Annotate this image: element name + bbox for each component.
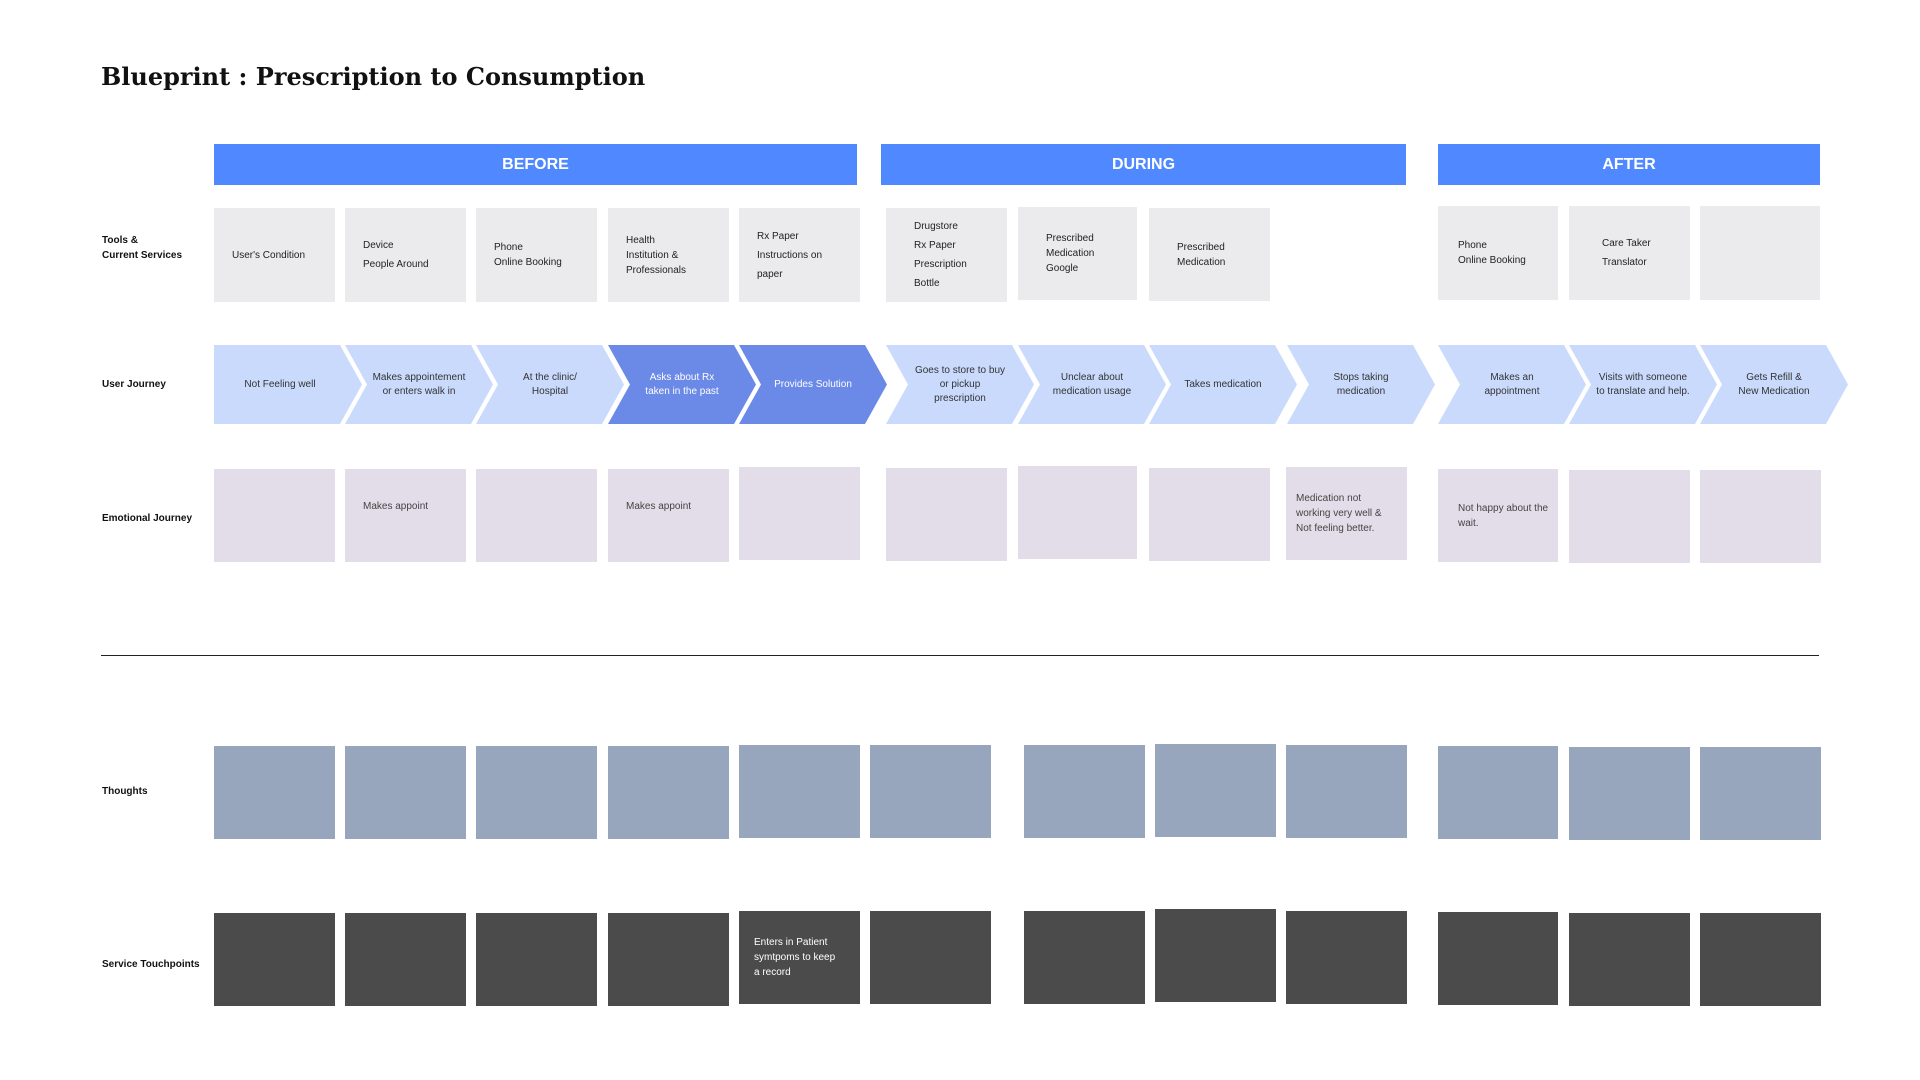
thought-card	[870, 745, 991, 838]
thought-card	[214, 746, 335, 839]
tools-card	[1700, 206, 1820, 300]
emotion-card	[739, 467, 860, 560]
journey-step-arrow	[739, 345, 887, 424]
tools-card: Care Taker Translator	[1569, 206, 1690, 300]
row-label-thoughts: Thoughts	[102, 786, 148, 797]
journey-step-shape	[739, 345, 887, 424]
journey-step-arrow	[1149, 345, 1297, 424]
emotion-card	[1149, 468, 1270, 561]
touchpoint-card	[476, 913, 597, 1006]
emotion-card: Makes appoint	[608, 469, 729, 562]
emotion-card	[1018, 466, 1137, 559]
journey-step-label: Gets Refill & New Medication	[1738, 371, 1810, 397]
journey-step-shape	[214, 345, 362, 424]
journey-step-arrow	[1287, 345, 1435, 424]
journey-step-shape	[1569, 345, 1717, 424]
touchpoint-card	[1155, 909, 1276, 1002]
row-label-emotional-journey: Emotional Journey	[102, 513, 193, 524]
tools-card: Prescribed Medication	[1149, 208, 1270, 301]
thought-card	[345, 746, 466, 839]
tools-card: Phone Online Booking	[476, 208, 597, 302]
journey-step-label: Not Feeling well	[244, 378, 316, 390]
journey-step-label: Makes an appointment	[1484, 371, 1540, 397]
touchpoint-card	[214, 913, 335, 1006]
thought-card	[1286, 745, 1407, 838]
journey-step-label: Asks about Rx taken in the past	[645, 371, 719, 397]
section-divider	[101, 655, 1819, 656]
journey-step-shape	[1438, 345, 1586, 424]
page-title: Blueprint : Prescription to Consumption	[101, 62, 646, 91]
thought-card	[1700, 747, 1821, 840]
touchpoint-card	[1024, 911, 1145, 1004]
journey-step-shape	[345, 345, 493, 424]
tools-card: Rx Paper Instructions on paper	[739, 208, 860, 302]
touchpoint-card: Enters in Patient symtpoms to keep a rec…	[739, 911, 860, 1004]
phase-during: DURING	[881, 144, 1406, 185]
emotion-card: Medication not working very well & Not f…	[1286, 467, 1407, 560]
touchpoint-card	[1438, 912, 1558, 1005]
tools-card: Device People Around	[345, 208, 466, 302]
journey-step-arrow	[1569, 345, 1717, 424]
tools-card: Health Institution & Professionals	[608, 208, 729, 302]
row-label-service-touchpoints: Service Touchpoints	[102, 959, 200, 970]
thought-card	[476, 746, 597, 839]
journey-step-arrow	[476, 345, 624, 424]
journey-step-shape	[1018, 345, 1166, 424]
journey-step-shape	[1287, 345, 1435, 424]
journey-step-label: Goes to store to buy or pickup prescript…	[914, 364, 1006, 404]
tools-card: Prescribed Medication Google	[1018, 207, 1137, 300]
journey-step-label: At the clinic/ Hospital	[523, 371, 577, 397]
touchpoint-card	[1569, 913, 1690, 1006]
emotion-card: Not happy about the wait.	[1438, 469, 1558, 562]
journey-step-arrow	[1438, 345, 1586, 424]
touchpoint-card	[1286, 911, 1407, 1004]
tools-card: Phone Online Booking	[1438, 206, 1558, 300]
tools-card: User's Condition	[214, 208, 335, 302]
journey-step-shape	[608, 345, 756, 424]
journey-step-label: Makes appointement or enters walk in	[372, 371, 466, 397]
row-label-user-journey: User Journey	[102, 379, 166, 390]
thought-card	[1438, 746, 1558, 839]
phase-after: AFTER	[1438, 144, 1820, 185]
thought-card	[1024, 745, 1145, 838]
journey-step-shape	[476, 345, 624, 424]
journey-step-arrow	[214, 345, 362, 424]
touchpoint-card	[345, 913, 466, 1006]
journey-step-shape	[1700, 345, 1848, 424]
row-label-tools: Tools & Current Services	[102, 235, 183, 261]
touchpoint-card	[1700, 913, 1821, 1006]
emotion-card	[1700, 470, 1821, 563]
journey-step-arrow	[886, 345, 1034, 424]
journey-step-arrow	[1018, 345, 1166, 424]
thought-card	[1155, 744, 1276, 837]
thought-card	[739, 745, 860, 838]
thought-card	[608, 746, 729, 839]
touchpoint-card	[608, 913, 729, 1006]
journey-step-shape	[1149, 345, 1297, 424]
emotion-card	[1569, 470, 1690, 563]
journey-step-label: Visits with someone to translate and hel…	[1596, 371, 1690, 397]
journey-step-shape	[886, 345, 1034, 424]
journey-step-arrow	[345, 345, 493, 424]
emotion-card	[214, 469, 335, 562]
journey-step-label: Provides Solution	[774, 378, 852, 390]
journey-step-arrow	[1700, 345, 1848, 424]
emotion-card	[886, 468, 1007, 561]
thought-card	[1569, 747, 1690, 840]
journey-step-label: Unclear about medication usage	[1052, 371, 1132, 397]
tools-card: Drugstore Rx Paper Prescription Bottle	[886, 208, 1007, 302]
user-journey-row: Not Feeling well Makes appointement or en…	[0, 345, 1920, 424]
journey-step-label: Takes medication	[1184, 378, 1262, 390]
phase-before: BEFORE	[214, 144, 857, 185]
emotion-card	[476, 469, 597, 562]
touchpoint-card	[870, 911, 991, 1004]
emotion-card: Makes appoint	[345, 469, 466, 562]
journey-step-label: Stops taking medication	[1333, 371, 1389, 397]
journey-step-arrow	[608, 345, 756, 424]
